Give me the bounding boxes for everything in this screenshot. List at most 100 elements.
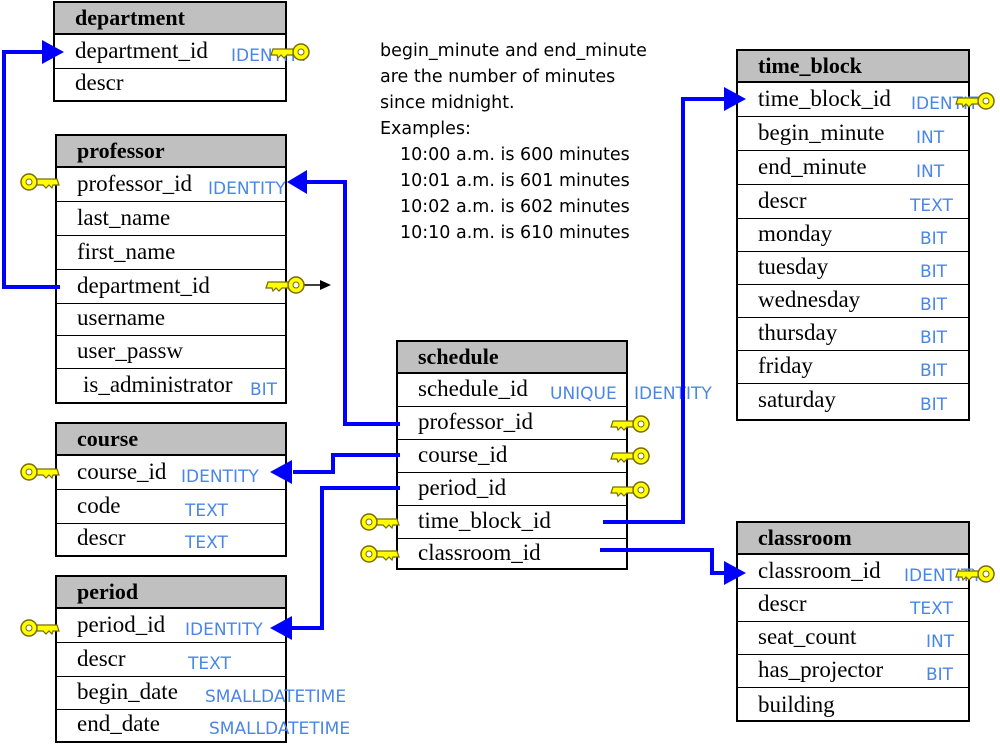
note-example: 10:02 a.m. is 602 minutes <box>400 197 630 217</box>
table-schedule: schedule schedule_id UNIQUE IDENTITY pro… <box>396 340 712 570</box>
column-row: first_name <box>57 236 285 270</box>
key-icon <box>360 513 400 531</box>
column-name: begin_minute <box>758 120 885 145</box>
column-row: descr TEXT <box>738 589 968 622</box>
key-icon <box>20 619 60 637</box>
column-row: professor_id IDENTITY <box>57 168 286 202</box>
fk-schedule-course <box>293 453 400 474</box>
column-row: code TEXT <box>57 490 285 524</box>
column-type: BIT <box>250 380 278 400</box>
arrowhead <box>270 616 292 640</box>
column-type: BIT <box>920 295 948 315</box>
column-row: building <box>738 688 968 722</box>
table-title: department <box>55 3 285 35</box>
fk-schedule-time-block <box>603 97 726 524</box>
fk-professor-department <box>2 50 60 289</box>
table-title: period <box>57 577 285 609</box>
column-row: descr TEXT <box>57 643 285 677</box>
column-row: course_id <box>398 440 626 473</box>
arrowhead <box>287 170 307 194</box>
column-type: BIT <box>920 328 948 348</box>
fk-schedule-professor <box>305 180 400 426</box>
column-name: descr <box>758 591 807 616</box>
column-name: end_minute <box>758 154 867 179</box>
column-name: course_id <box>77 459 167 484</box>
column-name: professor_id <box>418 409 533 434</box>
table-time-block: time_block time_block_id IDENTITY begin_… <box>736 49 989 421</box>
column-name: schedule_id <box>418 376 528 401</box>
column-name: has_projector <box>758 657 884 682</box>
column-name: is_administrator <box>83 372 233 397</box>
table-department: department department_id IDENTITY descr <box>53 1 309 102</box>
column-type: IDENTITY <box>208 179 286 199</box>
column-type: IDENTITY <box>185 620 263 640</box>
column-row: classroom_id <box>398 539 626 570</box>
table-title: professor <box>57 136 285 168</box>
key-icon <box>610 415 650 433</box>
column-row: end_date SMALLDATETIME <box>57 710 350 741</box>
column-row: descr TEXT <box>57 524 285 555</box>
column-row: department_id <box>57 270 285 304</box>
column-name: wednesday <box>758 287 861 312</box>
column-name: saturday <box>758 387 836 412</box>
table-classroom: classroom classroom_id IDENTITY descr TE… <box>736 521 982 722</box>
column-name: username <box>77 305 166 330</box>
column-name: last_name <box>77 205 171 230</box>
column-row: begin_minute INT <box>738 117 968 151</box>
column-type: BIT <box>920 361 948 381</box>
key-icon <box>955 565 995 583</box>
note-example: 10:00 a.m. is 600 minutes <box>400 145 630 165</box>
column-row: classroom_id IDENTITY <box>738 555 982 589</box>
column-type: SMALLDATETIME <box>209 719 351 739</box>
column-row: descr TEXT <box>738 185 968 219</box>
table-professor: professor professor_id IDENTITY last_nam… <box>55 134 287 404</box>
key-icon <box>270 43 310 61</box>
column-name: end_date <box>77 711 161 736</box>
column-name: time_block_id <box>758 86 891 111</box>
column-row: friday BIT <box>738 351 968 384</box>
column-name: thursday <box>758 320 838 345</box>
note-example: 10:01 a.m. is 601 minutes <box>400 171 630 191</box>
arrowhead <box>724 561 746 585</box>
column-type: TEXT <box>188 654 231 674</box>
column-name: professor_id <box>77 171 192 196</box>
column-row: course_id IDENTITY <box>57 456 285 490</box>
note-line: are the number of minutes <box>380 67 616 87</box>
column-type: TEXT <box>910 196 953 216</box>
column-name: monday <box>758 221 833 246</box>
column-name: period_id <box>418 475 507 500</box>
column-type: INT <box>926 632 955 652</box>
column-row: tuesday BIT <box>738 252 968 285</box>
column-row: descr <box>55 69 285 100</box>
column-name: descr <box>75 70 124 95</box>
column-row: begin_date SMALLDATETIME <box>57 677 346 710</box>
key-icon <box>265 276 305 294</box>
column-name: time_block_id <box>418 508 551 533</box>
table-title: time_block <box>738 51 968 83</box>
column-name: seat_count <box>758 624 857 649</box>
column-row: schedule_id UNIQUE IDENTITY <box>398 374 712 407</box>
column-row: username <box>57 304 285 336</box>
column-row: seat_count INT <box>738 622 968 655</box>
fk-schedule-period <box>290 486 400 630</box>
column-row: has_projector BIT <box>738 655 968 688</box>
column-row: thursday BIT <box>738 318 968 351</box>
column-type: BIT <box>920 229 948 249</box>
column-name: descr <box>77 646 126 671</box>
note-line: begin_minute and end_minute <box>380 41 647 61</box>
table-title: schedule <box>398 342 626 374</box>
minutes-note: begin_minute and end_minute are the numb… <box>380 38 647 246</box>
column-row: period_id IDENTITY <box>57 609 285 643</box>
column-name: tuesday <box>758 254 829 279</box>
column-name: descr <box>758 188 807 213</box>
column-row: time_block_id <box>398 506 626 539</box>
column-name: first_name <box>77 239 176 264</box>
table-period: period period_id IDENTITY descr TEXT beg… <box>55 575 350 743</box>
key-icon <box>20 173 60 191</box>
column-name: friday <box>758 353 813 378</box>
key-icon <box>360 545 400 563</box>
column-name: code <box>77 493 121 518</box>
column-row: professor_id <box>398 407 626 440</box>
note-line: since midnight. <box>380 93 515 113</box>
